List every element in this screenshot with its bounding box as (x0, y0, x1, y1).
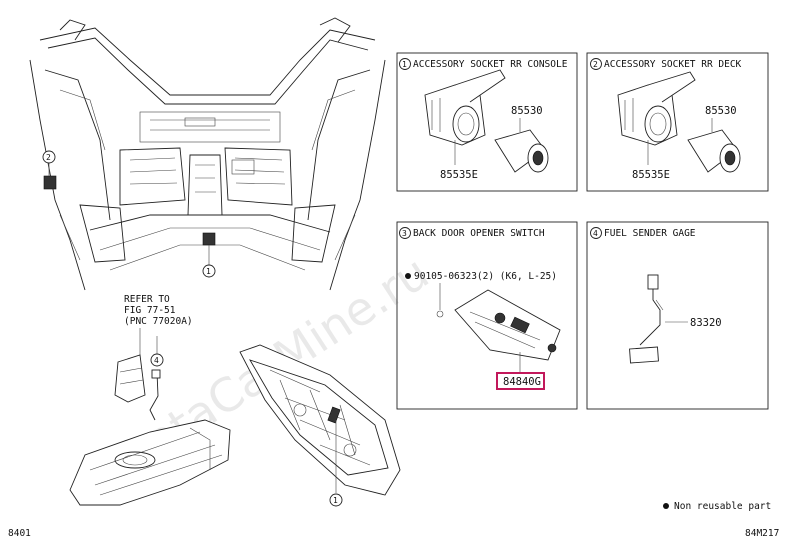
svg-text:85530: 85530 (511, 105, 543, 117)
svg-text:90105-06323(2) (K6, L-25): 90105-06323(2) (K6, L-25) (414, 271, 557, 282)
svg-text:BACK DOOR OPENER SWITCH: BACK DOOR OPENER SWITCH (413, 228, 545, 239)
fuel-tank-illustration (69, 354, 231, 506)
panel-back-door-opener-switch: 3 BACK DOOR OPENER SWITCH 90105-06323(2)… (396, 221, 578, 410)
screw-illustration (436, 310, 444, 318)
panel-accessory-socket-rr-deck: 2 ACCESSORY SOCKET RR DECK 85530 85535E (586, 52, 769, 192)
footer-left-code: 8401 (8, 528, 31, 539)
svg-text:1: 1 (402, 60, 407, 69)
callout-2-cabin[interactable]: 2 (42, 150, 56, 164)
svg-text:85535E: 85535E (440, 169, 478, 181)
svg-text:ACCESSORY SOCKET RR DECK: ACCESSORY SOCKET RR DECK (604, 59, 742, 70)
cabin-interior-illustration (29, 17, 386, 291)
svg-text:84840G: 84840G (503, 376, 541, 388)
callout-4-tank[interactable]: 4 (150, 353, 164, 367)
callout-1-cabin[interactable]: 1 (202, 264, 216, 278)
location-marker-2 (43, 175, 57, 190)
back-door-illustration (239, 344, 401, 496)
svg-text:1: 1 (206, 267, 211, 276)
svg-text:(PNC 77020A): (PNC 77020A) (124, 316, 193, 327)
svg-text:85530: 85530 (705, 105, 737, 117)
svg-text:83320: 83320 (690, 317, 722, 329)
svg-text:2: 2 (593, 60, 598, 69)
opener-switch-illustration (454, 289, 561, 361)
svg-text:3: 3 (402, 229, 407, 238)
float-illustration (629, 346, 659, 364)
sender-connector-illustration (647, 274, 659, 290)
panel-fuel-sender-gage: 4 FUEL SENDER GAGE 83320 (586, 221, 769, 410)
refer-note: REFER TO FIG 77-51 (PNC 77020A) (124, 294, 193, 355)
svg-text:REFER TO: REFER TO (124, 294, 170, 305)
svg-text:FIG 77-51: FIG 77-51 (124, 305, 176, 316)
location-marker-1 (202, 232, 216, 246)
svg-text:4: 4 (593, 229, 598, 238)
svg-text:FUEL SENDER GAGE: FUEL SENDER GAGE (604, 228, 696, 239)
legend-non-reusable: Non reusable part (663, 501, 771, 512)
svg-text:ACCESSORY SOCKET RR CONSOLE: ACCESSORY SOCKET RR CONSOLE (413, 59, 568, 70)
highlight-box-84840G[interactable] (496, 372, 545, 390)
panel-accessory-socket-rr-console: 1 ACCESSORY SOCKET RR CONSOLE 85530 8553… (396, 52, 578, 192)
footer-right-code: 84M217 (745, 528, 779, 539)
svg-text:2: 2 (46, 153, 51, 162)
svg-text:1: 1 (333, 496, 338, 505)
legend-bullet (663, 503, 669, 509)
non-reusable-bullet (405, 273, 411, 279)
svg-text:85535E: 85535E (632, 169, 670, 181)
svg-text:Non reusable part: Non reusable part (674, 501, 771, 512)
svg-text:4: 4 (154, 356, 159, 365)
callout-1-door[interactable]: 1 (329, 493, 343, 507)
